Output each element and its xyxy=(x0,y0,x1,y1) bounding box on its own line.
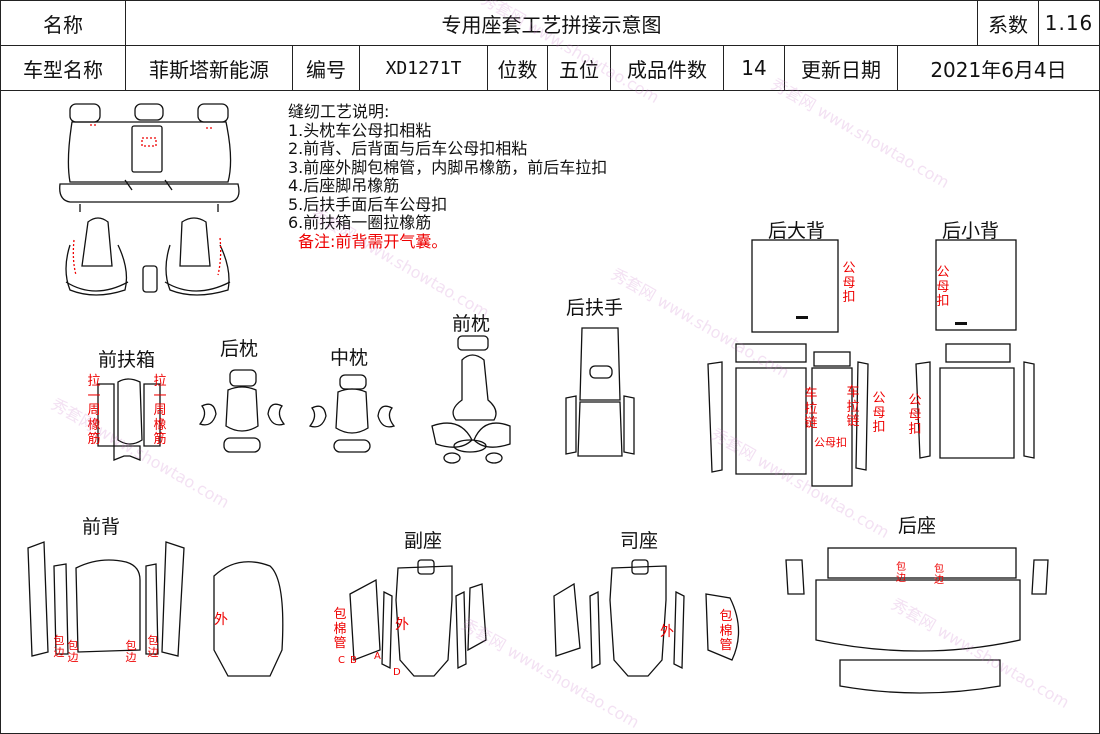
notes-heading: 缝纫工艺说明: xyxy=(288,102,390,121)
anno-buckle-short: 公母扣 xyxy=(814,436,847,449)
note-item: 2.前背、后背面与后车公母扣相粘 xyxy=(288,139,528,158)
anno-zipper-right: 车拉链 xyxy=(846,385,860,429)
rear-small-back-pieces xyxy=(915,239,1035,459)
rear-pillow-pieces xyxy=(198,369,286,453)
coef-value: 1.16 xyxy=(1044,11,1094,35)
date-label: 更新日期 xyxy=(785,46,898,90)
seat-overview-illustration xyxy=(59,103,240,296)
coef-label: 系数 xyxy=(978,1,1039,45)
anno-wrap-edge-1: 包边 xyxy=(53,634,65,659)
label-middle-pillow: 中枕 xyxy=(330,347,369,369)
anno-buckle-big-side: 公母扣 xyxy=(872,391,886,435)
label-driver-seat: 司座 xyxy=(620,530,659,552)
front-armbox-pieces xyxy=(97,378,161,461)
front-pillow-pieces xyxy=(431,335,511,464)
anno-pipe-passenger: 包棉管 xyxy=(333,607,347,651)
note-item: 3.前座外脚包棉管，内脚吊橡筋，前后车拉扣 xyxy=(288,157,608,177)
code-label: 编号 xyxy=(293,46,360,90)
anno-pull-band-right: 拉一周橡筋 xyxy=(153,374,167,447)
anno-letter-c: C xyxy=(338,655,345,666)
anno-zipper-left: 车拉链 xyxy=(804,387,818,431)
anno-outer-front-back: 外 xyxy=(214,612,228,628)
passenger-seat-pieces xyxy=(349,559,487,677)
marker-dots xyxy=(796,316,967,325)
anno-pipe-driver: 包棉管 xyxy=(719,609,733,653)
anno-rear-wrap-left: 包边 xyxy=(896,562,906,584)
anno-buckle-small-back: 公母扣 xyxy=(936,265,950,309)
label-front-back: 前背 xyxy=(82,516,121,538)
anno-outer-driver: 外 xyxy=(660,624,674,640)
rear-armrest-pieces xyxy=(565,327,635,457)
anno-letter-a: A xyxy=(374,651,381,662)
anno-buckle-small-side: 公母扣 xyxy=(908,393,922,437)
rear-seat-pieces xyxy=(785,547,1049,694)
model-value: 菲斯塔新能源 xyxy=(126,46,293,90)
anno-wrap-edge-2: 包边 xyxy=(67,639,79,664)
note-item: 4.后座脚吊橡筋 xyxy=(288,176,400,195)
middle-pillow-pieces xyxy=(308,374,396,453)
anno-letter-b: B xyxy=(350,655,357,666)
label-rear-armrest: 后扶手 xyxy=(566,297,624,319)
note-item: 6.前扶箱一圈拉橡筋 xyxy=(288,213,432,232)
rear-big-back-pieces xyxy=(707,239,869,487)
anno-letter-d: D xyxy=(393,667,401,678)
driver-seat-pieces xyxy=(553,559,740,677)
anno-rear-wrap-right: 包边 xyxy=(934,564,944,586)
anno-outer-passenger: 外 xyxy=(395,617,409,633)
pieces-label: 成品件数 xyxy=(611,46,724,90)
seats-value: 五位 xyxy=(548,46,611,90)
notes-remark: 备注:前背需开气囊。 xyxy=(298,231,448,251)
note-item: 1.头枕车公母扣相粘 xyxy=(288,120,432,140)
sewing-notes: 缝纫工艺说明: 1.头枕车公母扣相粘 2.前背、后背面与后车公母扣相粘 3.前座… xyxy=(288,102,608,251)
model-label: 车型名称 xyxy=(1,46,126,90)
label-front-pillow: 前枕 xyxy=(452,313,491,335)
anno-buckle-big-back: 公母扣 xyxy=(842,261,856,305)
front-back-pieces xyxy=(27,541,284,677)
header-row-title: 名称 专用座套工艺拼接示意图 系数 1.16 xyxy=(1,1,1099,46)
code-value: XD1271T xyxy=(360,46,488,90)
note-item: 5.后扶手面后车公母扣 xyxy=(288,194,448,214)
anno-wrap-edge-4: 包边 xyxy=(147,634,159,659)
label-rear-seat: 后座 xyxy=(898,515,937,537)
label-rear-pillow: 后枕 xyxy=(220,338,259,360)
anno-wrap-edge-3: 包边 xyxy=(125,639,137,664)
name-label: 名称 xyxy=(1,1,126,45)
label-passenger-seat: 副座 xyxy=(404,530,443,552)
header-row-info: 车型名称 菲斯塔新能源 编号 XD1271T 位数 五位 成品件数 14 更新日… xyxy=(1,46,1099,91)
anno-pull-band-left: 拉一周橡筋 xyxy=(87,374,101,447)
pieces-value: 14 xyxy=(724,46,785,90)
sheet-title: 专用座套工艺拼接示意图 xyxy=(126,1,978,45)
label-rear-small-back: 后小背 xyxy=(942,220,1000,242)
seats-label: 位数 xyxy=(488,46,548,90)
label-rear-big-back: 后大背 xyxy=(768,220,826,242)
label-front-armbox: 前扶箱 xyxy=(98,349,156,371)
date-value: 2021年6月4日 xyxy=(930,57,1067,82)
